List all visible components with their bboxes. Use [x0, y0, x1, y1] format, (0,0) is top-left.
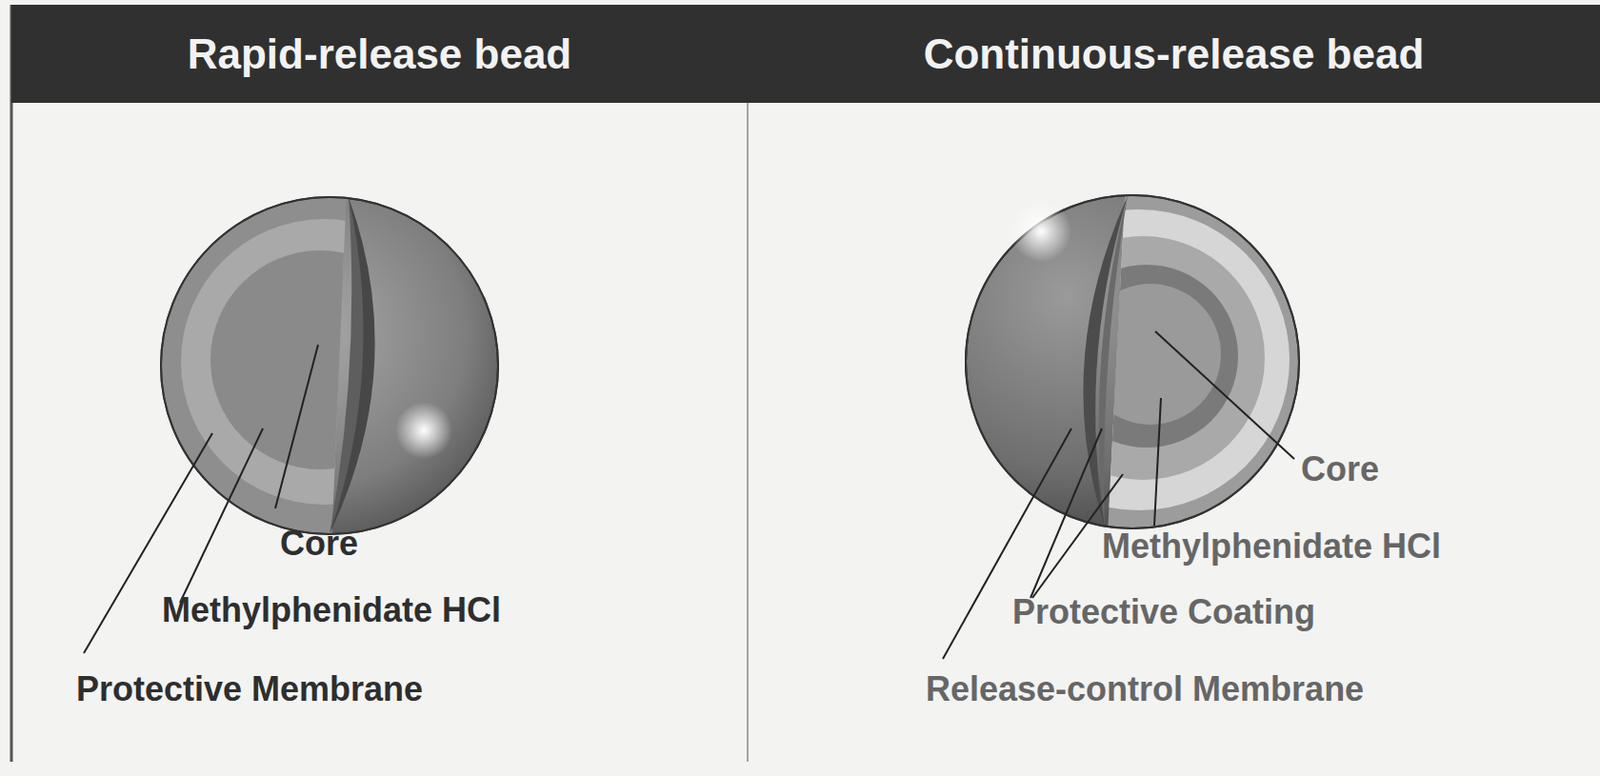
- part-label: Release-control Membrane: [925, 669, 1364, 710]
- part-label: Methylphenidate HCl: [161, 590, 501, 631]
- panel: Continuous-release bead: [747, 4, 1600, 763]
- panel-heading: Rapid-release bead: [11, 4, 748, 103]
- divider-line: [746, 95, 749, 762]
- continuous-release-bead: [965, 195, 1300, 529]
- frame-line: [10, 4, 14, 762]
- part-label: Protective Membrane: [76, 669, 423, 710]
- panel-heading: Continuous-release bead: [747, 4, 1600, 103]
- part-label: Methylphenidate HCl: [1101, 526, 1441, 567]
- part-label: Protective Coating: [1012, 592, 1316, 633]
- panel: Rapid-release bead: [11, 4, 748, 763]
- rapid-release-bead: [160, 197, 499, 535]
- part-label: Core: [1300, 449, 1380, 490]
- part-label: Core: [280, 523, 359, 564]
